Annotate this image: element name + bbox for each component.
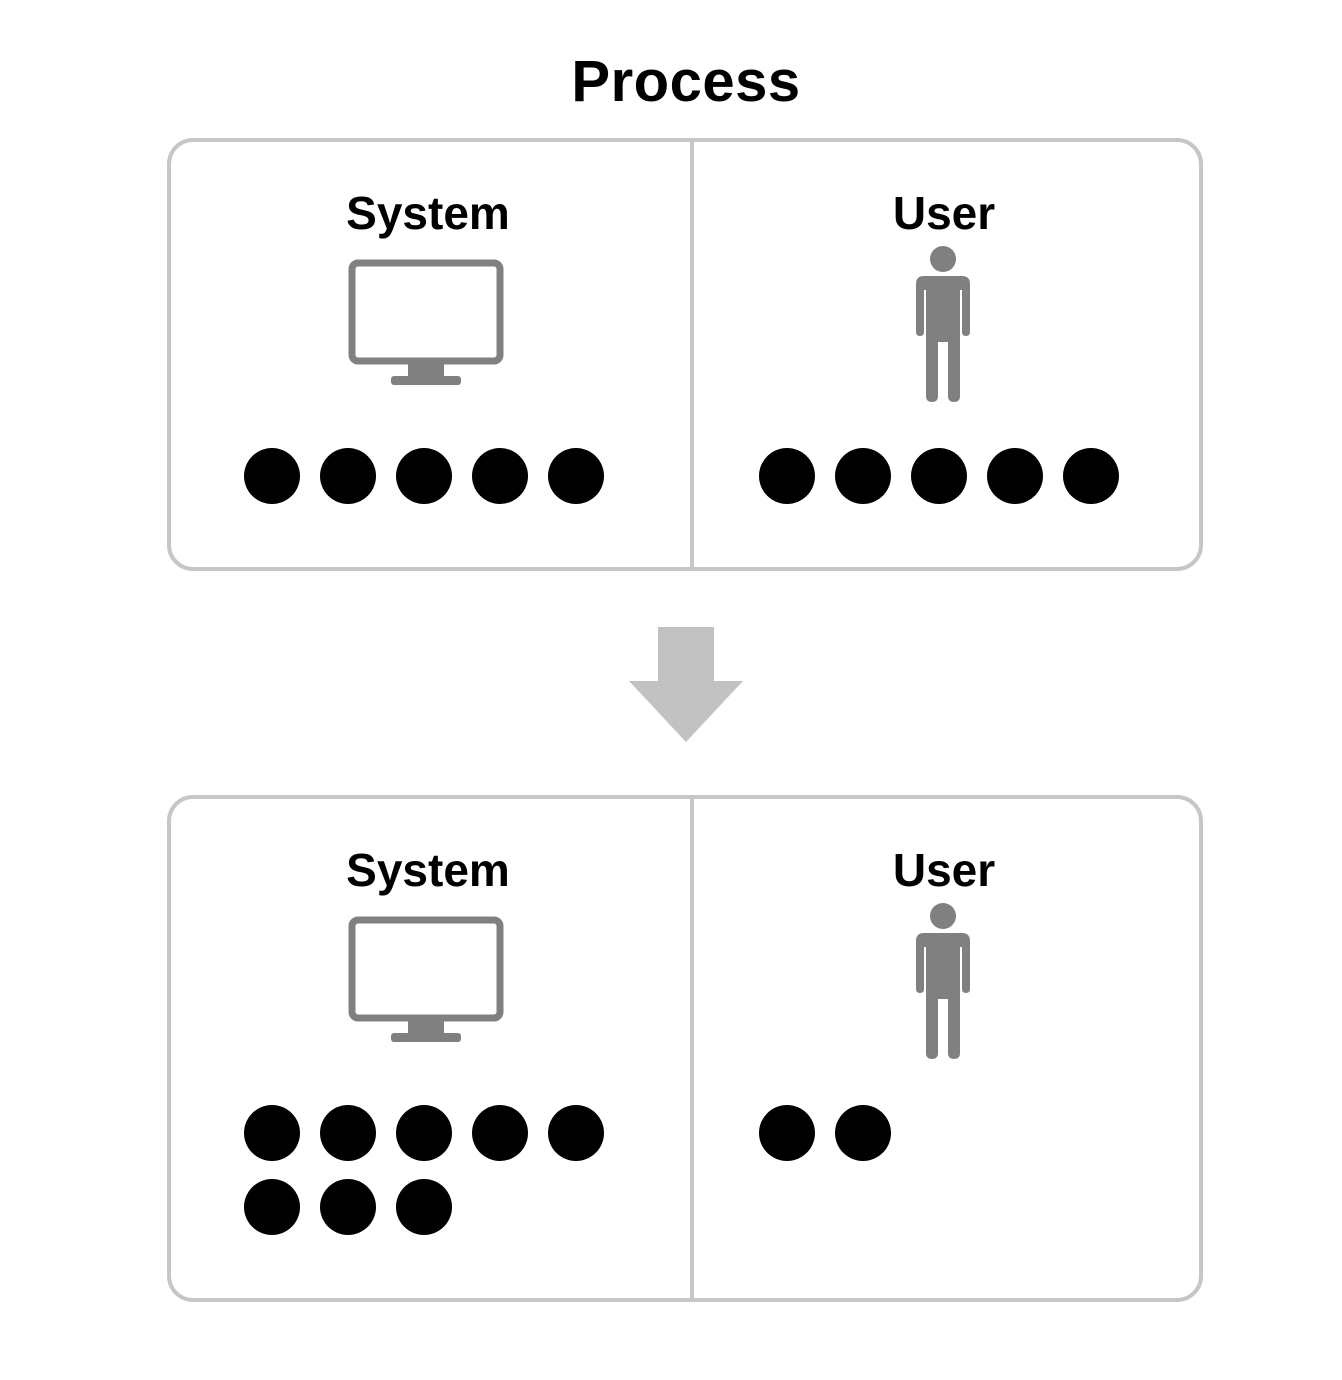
dot: [548, 448, 604, 504]
dot: [396, 448, 452, 504]
dot: [244, 1179, 300, 1235]
user-section: User: [694, 799, 1207, 1298]
user-label: User: [892, 844, 996, 896]
dots-group: [244, 448, 624, 504]
user-label: User: [892, 187, 996, 239]
dot: [320, 1105, 376, 1161]
system-section: System: [171, 142, 690, 567]
dot: [835, 1105, 891, 1161]
dot: [548, 1105, 604, 1161]
divider: [690, 799, 694, 1298]
person-icon: [916, 903, 970, 1059]
diagram-title: Process: [571, 49, 801, 114]
dot: [396, 1179, 452, 1235]
down-arrow-icon: [629, 627, 743, 742]
system-label: System: [346, 187, 510, 239]
dot: [1063, 448, 1119, 504]
dot: [244, 448, 300, 504]
dot: [911, 448, 967, 504]
dots-group: [759, 1105, 1139, 1161]
system-label: System: [346, 844, 510, 896]
panel-before: System User: [167, 138, 1203, 571]
dots-group: [244, 1105, 624, 1235]
dot: [759, 1105, 815, 1161]
dot: [987, 448, 1043, 504]
dot: [835, 448, 891, 504]
dot: [759, 448, 815, 504]
user-section: User: [694, 142, 1207, 567]
person-icon: [916, 246, 970, 402]
dot: [320, 448, 376, 504]
monitor-icon: [348, 916, 504, 1042]
dot: [472, 448, 528, 504]
dot: [320, 1179, 376, 1235]
dot: [472, 1105, 528, 1161]
dot: [396, 1105, 452, 1161]
panel-after: System User: [167, 795, 1203, 1302]
divider: [690, 142, 694, 567]
dot: [244, 1105, 300, 1161]
dots-group: [759, 448, 1139, 504]
monitor-icon: [348, 259, 504, 385]
system-section: System: [171, 799, 690, 1298]
